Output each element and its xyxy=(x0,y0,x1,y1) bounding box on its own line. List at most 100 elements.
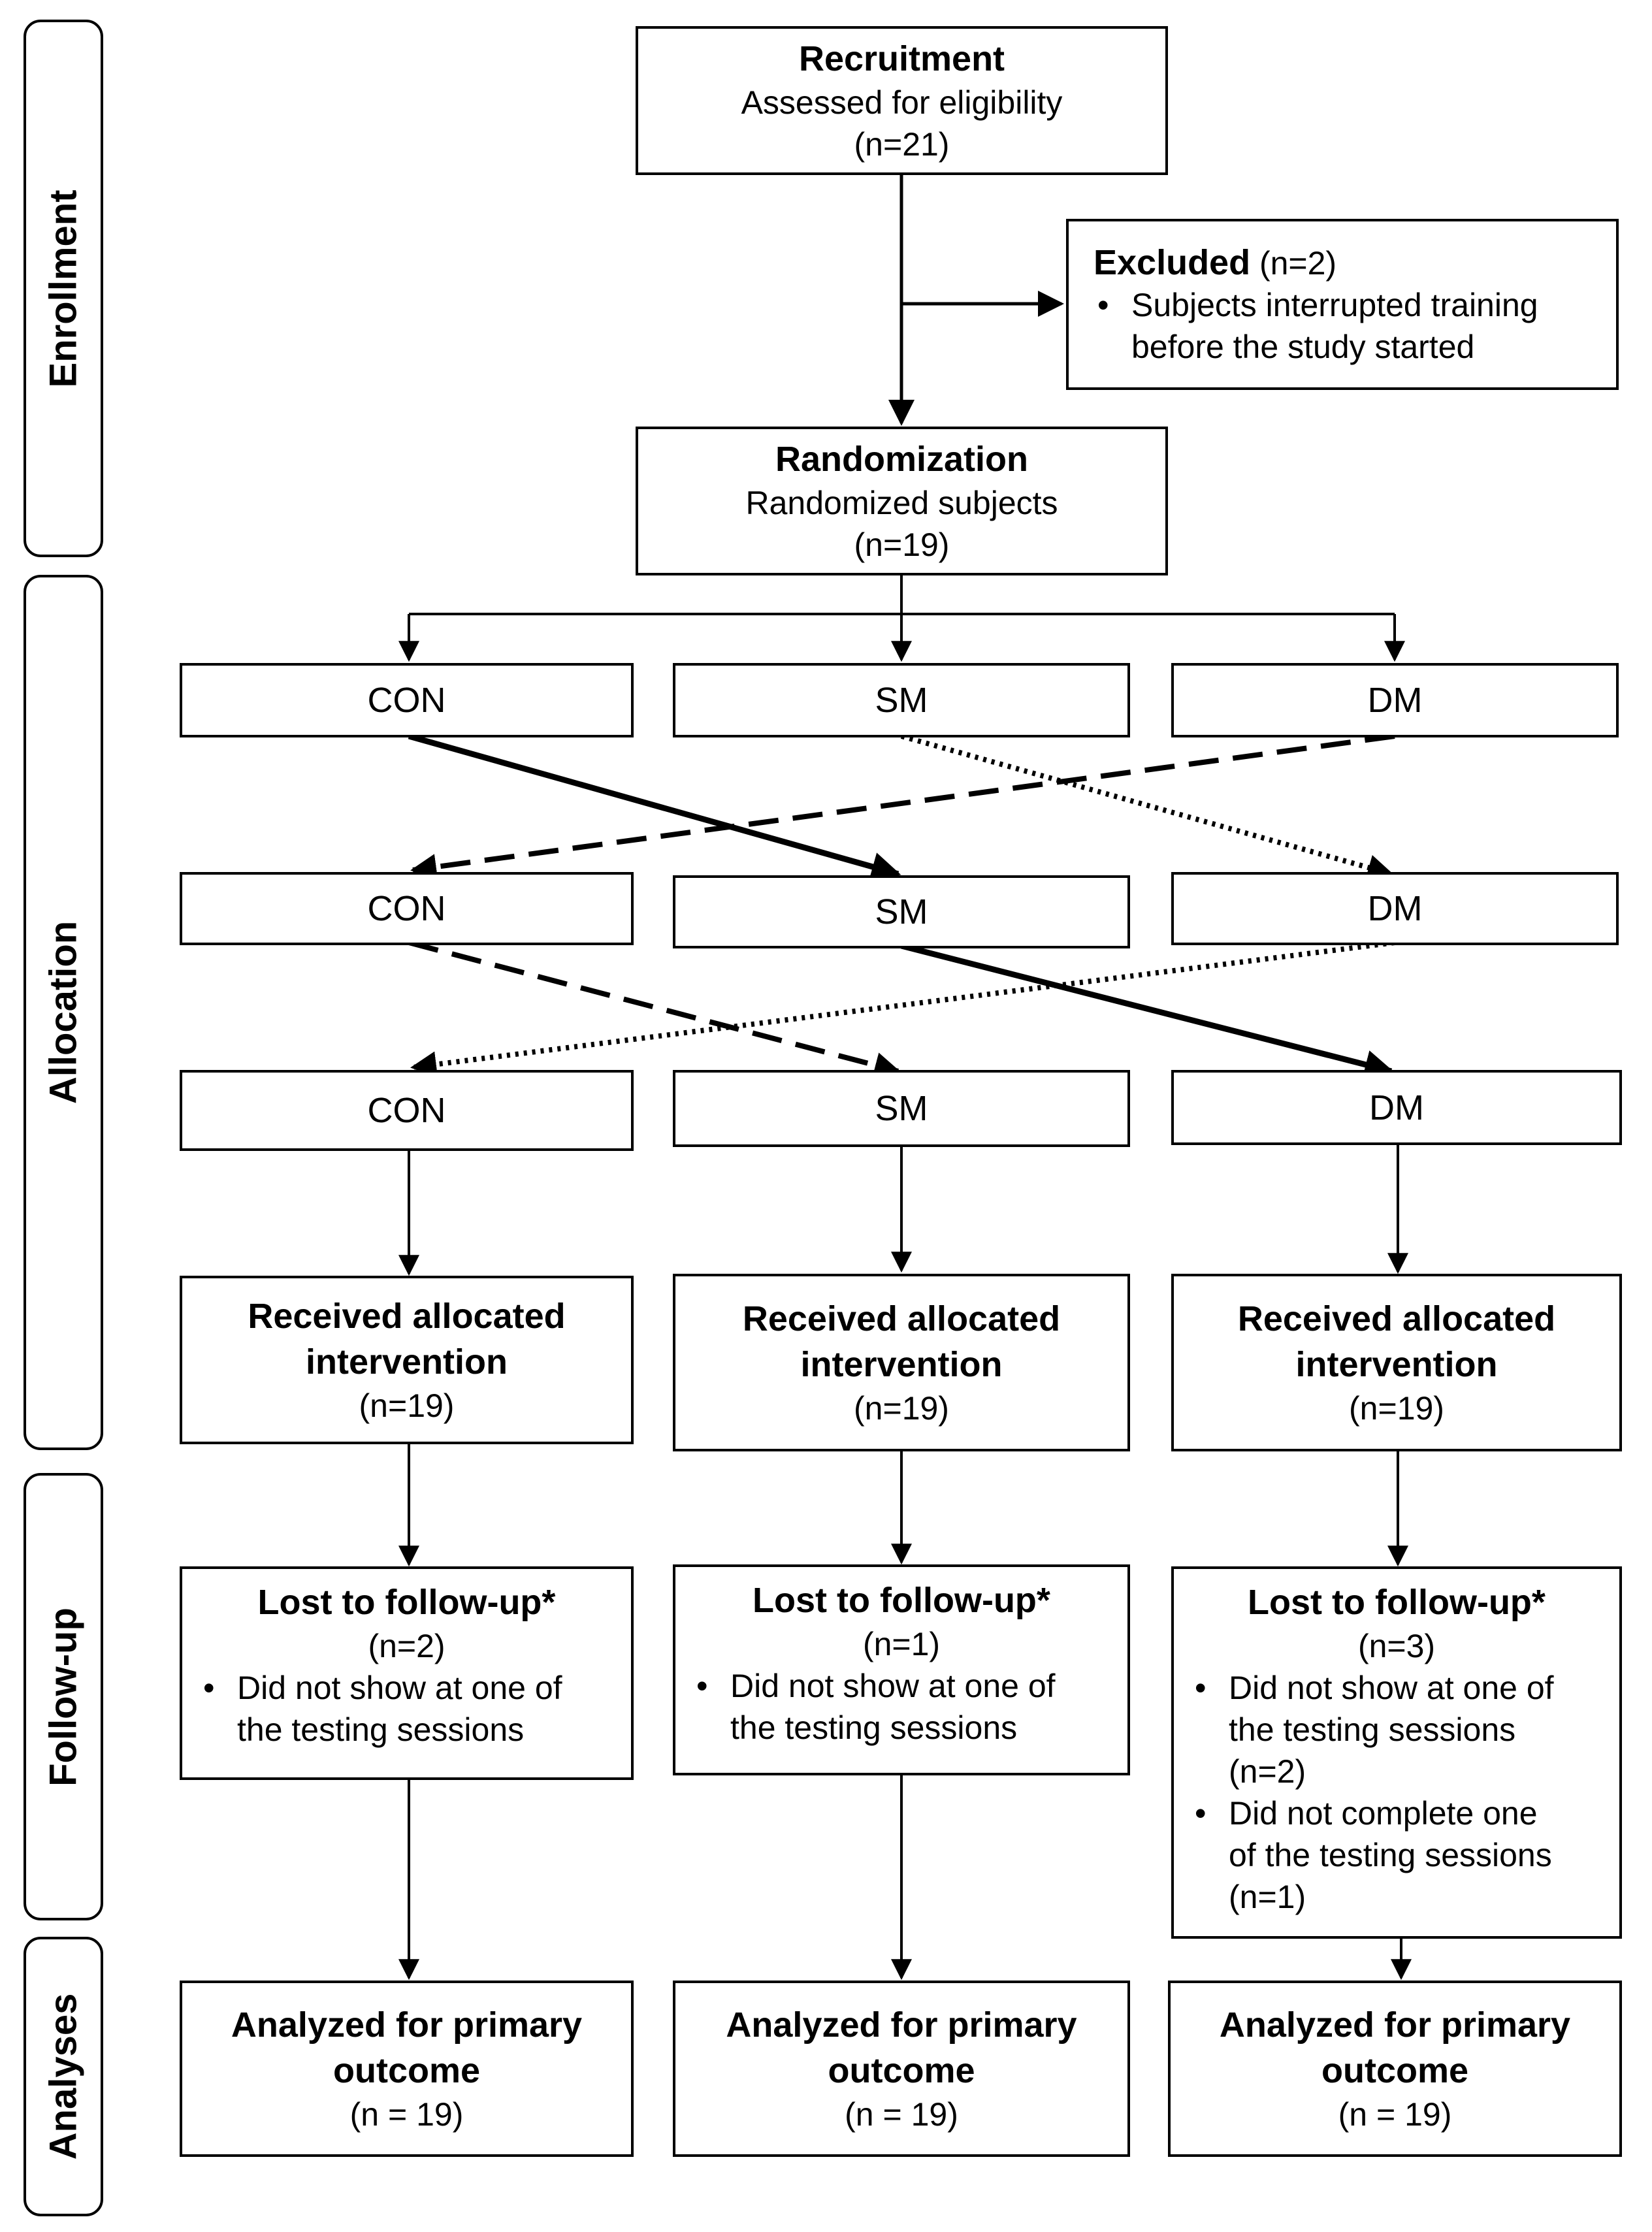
group-dm-period-2: DM xyxy=(1171,872,1619,945)
received-box-con: Received allocated intervention (n=19) xyxy=(180,1276,634,1444)
randomization-count: (n=19) xyxy=(854,526,950,563)
group-label: CON xyxy=(367,1091,446,1130)
group-con-period-2: CON xyxy=(180,872,634,945)
lost-count: (n=2) xyxy=(368,1628,445,1664)
group-sm-period-2: SM xyxy=(673,875,1130,948)
lost-title: Lost to follow-up* xyxy=(1248,1583,1546,1622)
analyzed-count: (n = 19) xyxy=(845,2096,958,2133)
analyzed-box-con: Analyzed for primary outcome (n = 19) xyxy=(180,1981,634,2157)
excluded-heading: Excluded (n=2) xyxy=(1093,242,1336,284)
received-box-dm: Received allocated intervention (n=19) xyxy=(1171,1274,1622,1451)
group-dm-period-1: DM xyxy=(1171,663,1619,737)
stage-followup: Follow-up xyxy=(24,1473,103,1920)
lost-title: Lost to follow-up* xyxy=(257,1583,556,1622)
lost-reason: Did not show at one of the testing sessio… xyxy=(1183,1667,1619,1792)
group-label: CON xyxy=(367,681,446,720)
group-sm-period-1: SM xyxy=(673,663,1130,737)
lost-reason: Did not show at one of the testing sessio… xyxy=(191,1667,631,1751)
crossover-solid-sm-to-dm xyxy=(900,943,1395,1079)
received-title-line2: intervention xyxy=(1295,1345,1498,1384)
lost-reason: Did not show at one of the testing sessio… xyxy=(685,1665,1127,1749)
excluded-count: (n=2) xyxy=(1250,244,1337,282)
stage-analyses: Analyses xyxy=(24,1937,103,2216)
analyzed-count: (n = 19) xyxy=(349,2096,464,2133)
group-sm-period-3: SM xyxy=(673,1070,1130,1147)
randomization-subtitle: Randomized subjects xyxy=(745,485,1058,521)
group-label: DM xyxy=(1367,681,1423,720)
group-label: CON xyxy=(367,889,446,928)
received-title-line2: intervention xyxy=(800,1345,1003,1384)
stage-analyses-label: Analyses xyxy=(42,1993,85,2160)
lost-box-sm: Lost to follow-up* (n=1) Did not show at… xyxy=(673,1564,1130,1775)
received-box-sm: Received allocated intervention (n=19) xyxy=(673,1274,1130,1451)
lost-reason: Did not complete one of the testing sessi… xyxy=(1183,1792,1619,1918)
lost-count: (n=3) xyxy=(1357,1628,1436,1664)
randomization-box: Randomization Randomized subjects (n=19) xyxy=(636,427,1168,575)
excluded-reason-line1: Subjects interrupted training xyxy=(1131,286,1538,323)
group-label: SM xyxy=(875,1089,928,1128)
lost-count: (n=1) xyxy=(862,1626,941,1662)
analyzed-title-line2: outcome xyxy=(332,2051,481,2090)
stage-enrollment: Enrollment xyxy=(24,20,103,557)
recruitment-count: (n=21) xyxy=(854,126,950,163)
lost-reason-line1: Did not show at one of xyxy=(730,1668,1056,1704)
group-label: SM xyxy=(875,892,928,931)
excluded-box: Excluded (n=2) Subjects interrupted trai… xyxy=(1066,219,1619,390)
received-title-line2: intervention xyxy=(305,1342,508,1382)
analyzed-title-line2: outcome xyxy=(828,2051,975,2090)
lost-reason-line2: of the testing sessions xyxy=(1229,1837,1552,1873)
lost-reason-line2: the testing sessions xyxy=(1229,1711,1516,1748)
received-title-line1: Received allocated xyxy=(1237,1299,1556,1338)
group-dm-period-3: DM xyxy=(1171,1070,1622,1145)
recruitment-subtitle: Assessed for eligibility xyxy=(741,84,1063,121)
analyzed-title-line1: Analyzed for primary xyxy=(231,2005,583,2045)
crossover-dotted-sm-to-dm xyxy=(900,734,1394,881)
lost-reason-count: (n=1) xyxy=(1229,1879,1306,1915)
analyzed-title-line1: Analyzed for primary xyxy=(1219,2005,1571,2045)
received-count: (n=19) xyxy=(1349,1390,1444,1427)
lost-reason-line1: Did not complete one xyxy=(1229,1795,1538,1832)
excluded-reasons: Subjects interrupted training before the… xyxy=(1086,284,1608,368)
lost-box-dm: Lost to follow-up* (n=3) Did not show at… xyxy=(1171,1566,1622,1939)
stage-allocation: Allocation xyxy=(24,575,103,1450)
analyzed-box-sm: Analyzed for primary outcome (n = 19) xyxy=(673,1981,1130,2157)
stage-followup-label: Follow-up xyxy=(42,1607,85,1787)
lost-reason-line2: the testing sessions xyxy=(730,1709,1018,1746)
lost-reason-line2: the testing sessions xyxy=(237,1711,525,1748)
lost-reason-count: (n=2) xyxy=(1229,1753,1306,1790)
lost-title: Lost to follow-up* xyxy=(753,1581,1050,1620)
crossover-dotted-dm-to-con xyxy=(410,940,1395,1078)
stage-enrollment-label: Enrollment xyxy=(42,189,85,387)
received-title-line1: Received allocated xyxy=(248,1297,566,1336)
analyzed-box-dm: Analyzed for primary outcome (n = 19) xyxy=(1168,1981,1622,2157)
randomization-title: Randomization xyxy=(775,440,1028,479)
excluded-reason-line: Subjects interrupted training before the… xyxy=(1086,284,1608,368)
recruitment-title: Recruitment xyxy=(798,39,1005,78)
stage-allocation-label: Allocation xyxy=(42,920,85,1105)
lost-box-con: Lost to follow-up* (n=2) Did not show at… xyxy=(180,1566,634,1780)
recruitment-box: Recruitment Assessed for eligibility (n=… xyxy=(636,26,1168,175)
excluded-title: Excluded xyxy=(1093,242,1251,282)
group-label: DM xyxy=(1367,889,1423,928)
received-count: (n=19) xyxy=(359,1387,455,1424)
crossover-dashed-con-to-sm xyxy=(408,940,901,1078)
analyzed-count: (n = 19) xyxy=(1338,2096,1452,2133)
lost-reason-line1: Did not show at one of xyxy=(237,1670,562,1706)
analyzed-title-line1: Analyzed for primary xyxy=(726,2005,1077,2045)
lost-reasons: Did not show at one of the testing sessio… xyxy=(182,1667,631,1751)
lost-reasons: Did not show at one of the testing sessio… xyxy=(675,1665,1127,1749)
received-count: (n=19) xyxy=(854,1390,949,1427)
group-con-period-1: CON xyxy=(180,663,634,737)
received-title-line1: Received allocated xyxy=(742,1299,1061,1338)
crossover-dashed-dm-to-con xyxy=(410,734,1395,880)
group-con-period-3: CON xyxy=(180,1070,634,1151)
group-label: DM xyxy=(1369,1088,1424,1127)
lost-reason-line1: Did not show at one of xyxy=(1229,1670,1554,1706)
analyzed-title-line2: outcome xyxy=(1321,2051,1469,2090)
group-label: SM xyxy=(875,681,928,720)
excluded-reason-line2: before the study started xyxy=(1131,328,1475,365)
lost-reasons: Did not show at one of the testing sessio… xyxy=(1174,1667,1619,1918)
crossover-solid-con-to-sm xyxy=(408,733,901,881)
